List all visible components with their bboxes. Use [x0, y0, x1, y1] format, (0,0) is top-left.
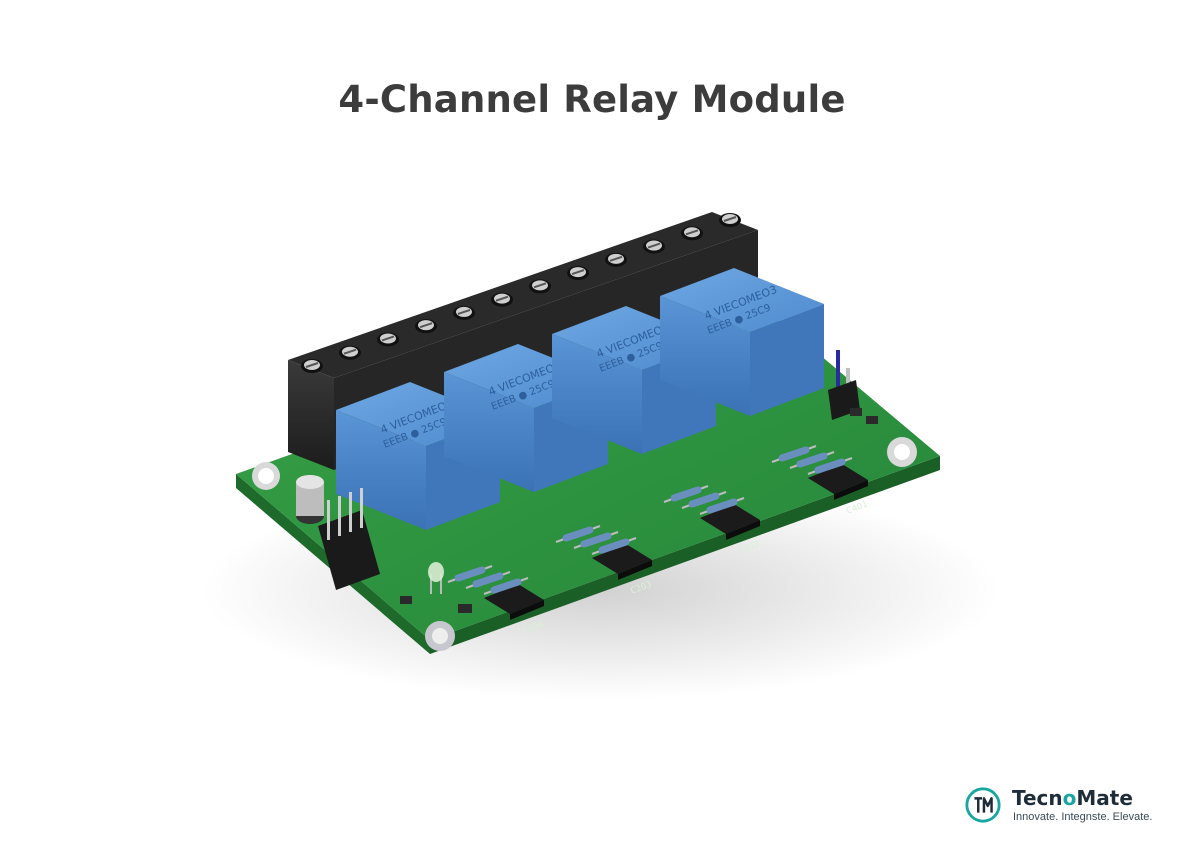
- terminal-screw: [301, 359, 323, 373]
- terminal-screw: [415, 319, 437, 334]
- brand-tagline: Innovate. Integnste. Elevate.: [1013, 811, 1153, 823]
- resistor: [681, 491, 727, 509]
- mounting-hole-left: [252, 462, 280, 490]
- brand-name: TecnoMate: [1012, 786, 1133, 810]
- resistor: [483, 577, 529, 595]
- brand-logo: TecnoMate Innovate. Integnste. Elevate.: [964, 782, 1174, 832]
- terminal-screw: [643, 239, 665, 254]
- resistor: [771, 445, 817, 463]
- terminal-screw: [491, 292, 513, 307]
- terminal-screw: [453, 305, 475, 320]
- brand-name-part-b: Mate: [1076, 786, 1133, 810]
- resistor: [465, 571, 511, 589]
- terminal-screw: [529, 279, 551, 294]
- resistor: [573, 531, 619, 549]
- resistor: [663, 485, 709, 503]
- indicator-led: [428, 562, 444, 594]
- resistor: [789, 451, 835, 469]
- mounting-hole-right: [887, 437, 917, 467]
- brand-name-gear-o: o: [1062, 786, 1077, 810]
- page-title: 4-Channel Relay Module: [338, 78, 846, 121]
- terminal-screw: [605, 252, 627, 267]
- tm-circle-logo-icon: [965, 787, 1001, 823]
- pcb-edge-right: [430, 456, 940, 654]
- electrolytic-capacitor: [296, 475, 324, 524]
- resistor: [555, 525, 601, 543]
- mounting-hole-front: [425, 621, 455, 651]
- smd-components: [400, 408, 878, 613]
- terminal-screw: [567, 266, 589, 281]
- resistor: [807, 457, 853, 475]
- brand-name-part-a: Tecn: [1012, 786, 1063, 810]
- terminal-screw: [719, 213, 741, 227]
- resistor: [447, 565, 493, 583]
- header-pins: [318, 488, 380, 590]
- resistor: [591, 537, 637, 555]
- terminal-screw: [681, 226, 703, 241]
- terminal-screw: [339, 345, 361, 360]
- resistor: [699, 497, 745, 515]
- terminal-screw: [377, 332, 399, 347]
